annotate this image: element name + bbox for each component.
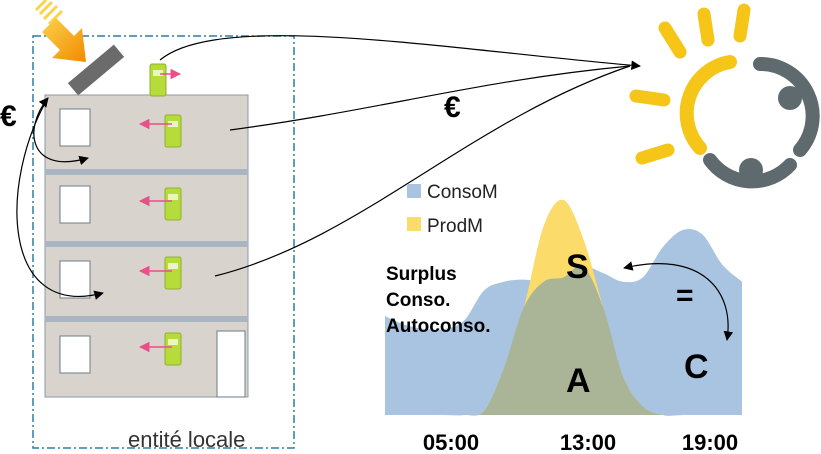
community-energy-logo-icon [629,3,820,189]
meter-icon [138,114,182,148]
zone-label-conso: C [684,348,709,386]
x-tick-label: 05:00 [423,430,479,454]
x-axis-ticks: 05:00 13:00 19:00 [423,430,738,454]
building [44,94,249,398]
window [59,260,91,299]
x-tick-label: 19:00 [682,430,738,454]
window [59,108,91,147]
flow-curve-panel-to-floor3 [16,97,104,300]
flow-curve-floor1-to-logo [229,65,631,131]
solar-panel-icon [67,44,125,96]
meter-icon [138,256,182,290]
window [59,335,91,374]
legend-swatch-conso [407,184,421,198]
x-tick-label: 13:00 [560,430,616,454]
meter-icon [138,332,182,366]
surplus-equals-conso-arrow [623,261,734,341]
meter-icon [149,63,182,97]
term-surplus: Surplus [386,264,457,285]
euro-symbol-left: € [0,100,17,133]
zone-label-surplus: S [566,248,589,286]
zone-label-autoconso: A [566,362,591,400]
legend-swatch-prod [407,217,421,231]
legend-label-conso: ConsoM [427,182,498,203]
local-entity-border [32,35,295,449]
flow-curve-panel-to-floor1 [33,97,89,166]
term-autoconso: Autoconso. [386,316,491,337]
entity-label: entité locale [128,427,245,452]
euro-symbol-mid: € [444,91,461,124]
sunlight-arrow-icon [34,0,86,62]
legend-label-prod: ProdM [427,216,483,237]
autoconso-overlap-area [385,265,742,416]
flow-curve-floor3-to-logo [214,65,631,277]
door [216,330,246,398]
window [59,185,91,224]
term-conso: Conso. [386,290,450,311]
flow-curve-meter-to-logo [159,35,641,71]
meter-icon [138,187,182,221]
equals-sign: = [676,279,694,312]
